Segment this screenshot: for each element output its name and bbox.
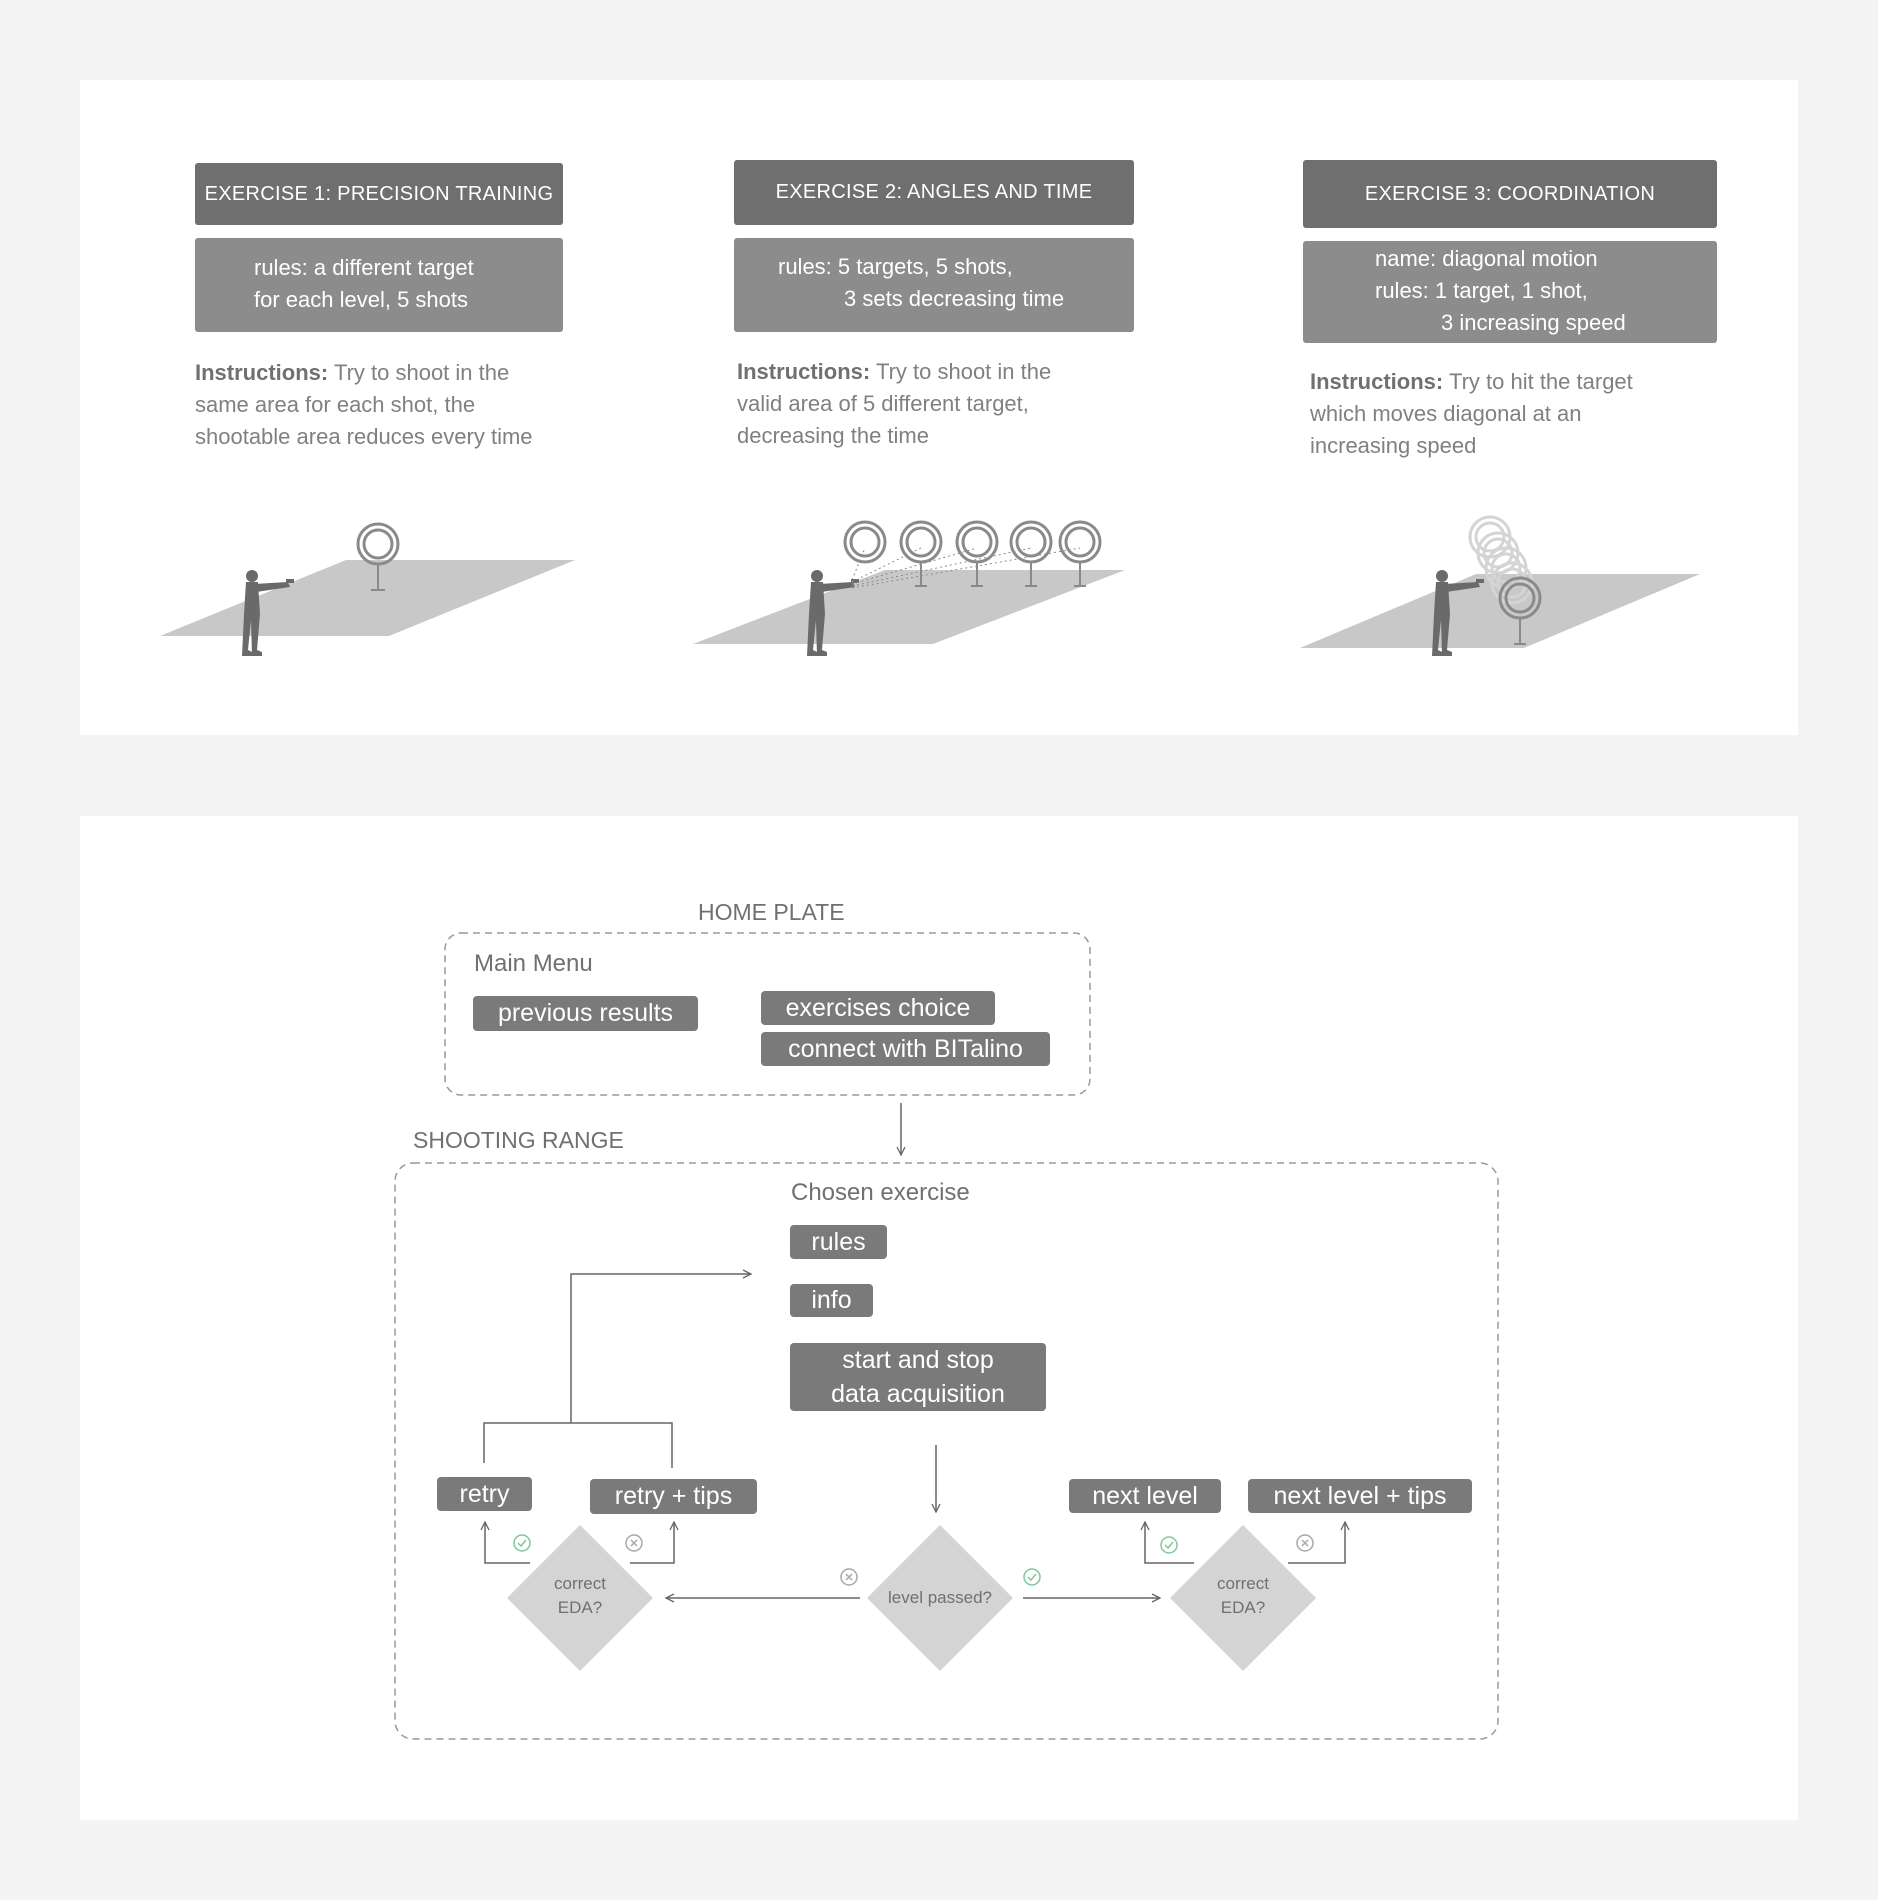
instructions-label: Instructions: (1310, 369, 1444, 394)
exercise-3-rules: name: diagonal motion rules: 1 target, 1… (1303, 241, 1717, 343)
cross-icon (625, 1534, 643, 1552)
exercise-1-instructions: Instructions: Try to shoot in the same a… (195, 360, 533, 449)
exercise-2-instructions: Instructions: Try to shoot in the valid … (737, 359, 1052, 448)
instructions-label: Instructions: (737, 359, 871, 384)
level-passed-decision (867, 1525, 1013, 1671)
exercise-3-instructions: Instructions: Try to hit the target whic… (1310, 369, 1633, 458)
exercise-2-scene (693, 520, 1125, 656)
home-plate-label: HOME PLATE (698, 899, 845, 925)
level-passed-label: level passed? (888, 1588, 992, 1607)
start-stop-line-1: start and stop (842, 1346, 994, 1374)
shooting-range-container (394, 1162, 1499, 1740)
correct-eda-left-label: correct EDA? (554, 1574, 606, 1617)
exercise-1-rules-line-1: rules: a different target (254, 255, 474, 280)
check-icon (513, 1534, 531, 1552)
shooting-range-label: SHOOTING RANGE (413, 1127, 624, 1153)
main-menu-label: Main Menu (474, 950, 593, 977)
exercise-3-scene (1300, 515, 1700, 656)
rules-button[interactable]: rules (790, 1225, 887, 1259)
correct-eda-right-decision (1170, 1525, 1316, 1671)
correct-eda-right-label: correct EDA? (1217, 1574, 1269, 1617)
exercise-3-rules-line-3: 3 increasing speed (1441, 310, 1626, 335)
exercises-choice-button[interactable]: exercises choice (761, 991, 995, 1025)
exercise-1-scene (160, 522, 575, 656)
cross-icon (840, 1568, 858, 1586)
exercise-3-rules-line-1: name: diagonal motion (1375, 246, 1598, 271)
exercise-2-title: EXERCISE 2: ANGLES AND TIME (734, 160, 1134, 225)
exercise-3-rules-line-2: rules: 1 target, 1 shot, (1375, 278, 1588, 303)
exercise-3-title: EXERCISE 3: COORDINATION (1303, 160, 1717, 228)
check-icon (1023, 1568, 1041, 1586)
chosen-exercise-label: Chosen exercise (791, 1179, 970, 1206)
exercise-1-rules: rules: a different target for each level… (195, 238, 563, 332)
info-button[interactable]: info (790, 1284, 873, 1317)
correct-eda-left-decision (507, 1525, 653, 1671)
start-stop-line-2: data acquisition (831, 1380, 1005, 1408)
instructions-label: Instructions: (195, 360, 329, 385)
exercise-2-rules: rules: 5 targets, 5 shots, 3 sets decrea… (734, 238, 1134, 332)
previous-results-button[interactable]: previous results (473, 996, 698, 1031)
retry-button[interactable]: retry (437, 1477, 532, 1511)
exercise-2-rules-line-1: rules: 5 targets, 5 shots, (778, 254, 1013, 279)
start-stop-acquisition-button[interactable]: start and stop data acquisition (790, 1343, 1046, 1411)
next-level-tips-button[interactable]: next level + tips (1248, 1479, 1472, 1513)
retry-tips-button[interactable]: retry + tips (590, 1479, 757, 1514)
target-icon (356, 522, 400, 591)
exercise-2-rules-line-2: 3 sets decreasing time (844, 286, 1065, 311)
connect-bitalino-button[interactable]: connect with BITalino (761, 1032, 1050, 1066)
exercise-1-title: EXERCISE 1: PRECISION TRAINING (195, 163, 563, 225)
exercise-1-rules-line-2: for each level, 5 shots (254, 287, 469, 312)
check-icon (1160, 1536, 1178, 1554)
cross-icon (1296, 1534, 1314, 1552)
next-level-button[interactable]: next level (1069, 1479, 1221, 1513)
home-plate-container (444, 932, 1091, 1096)
